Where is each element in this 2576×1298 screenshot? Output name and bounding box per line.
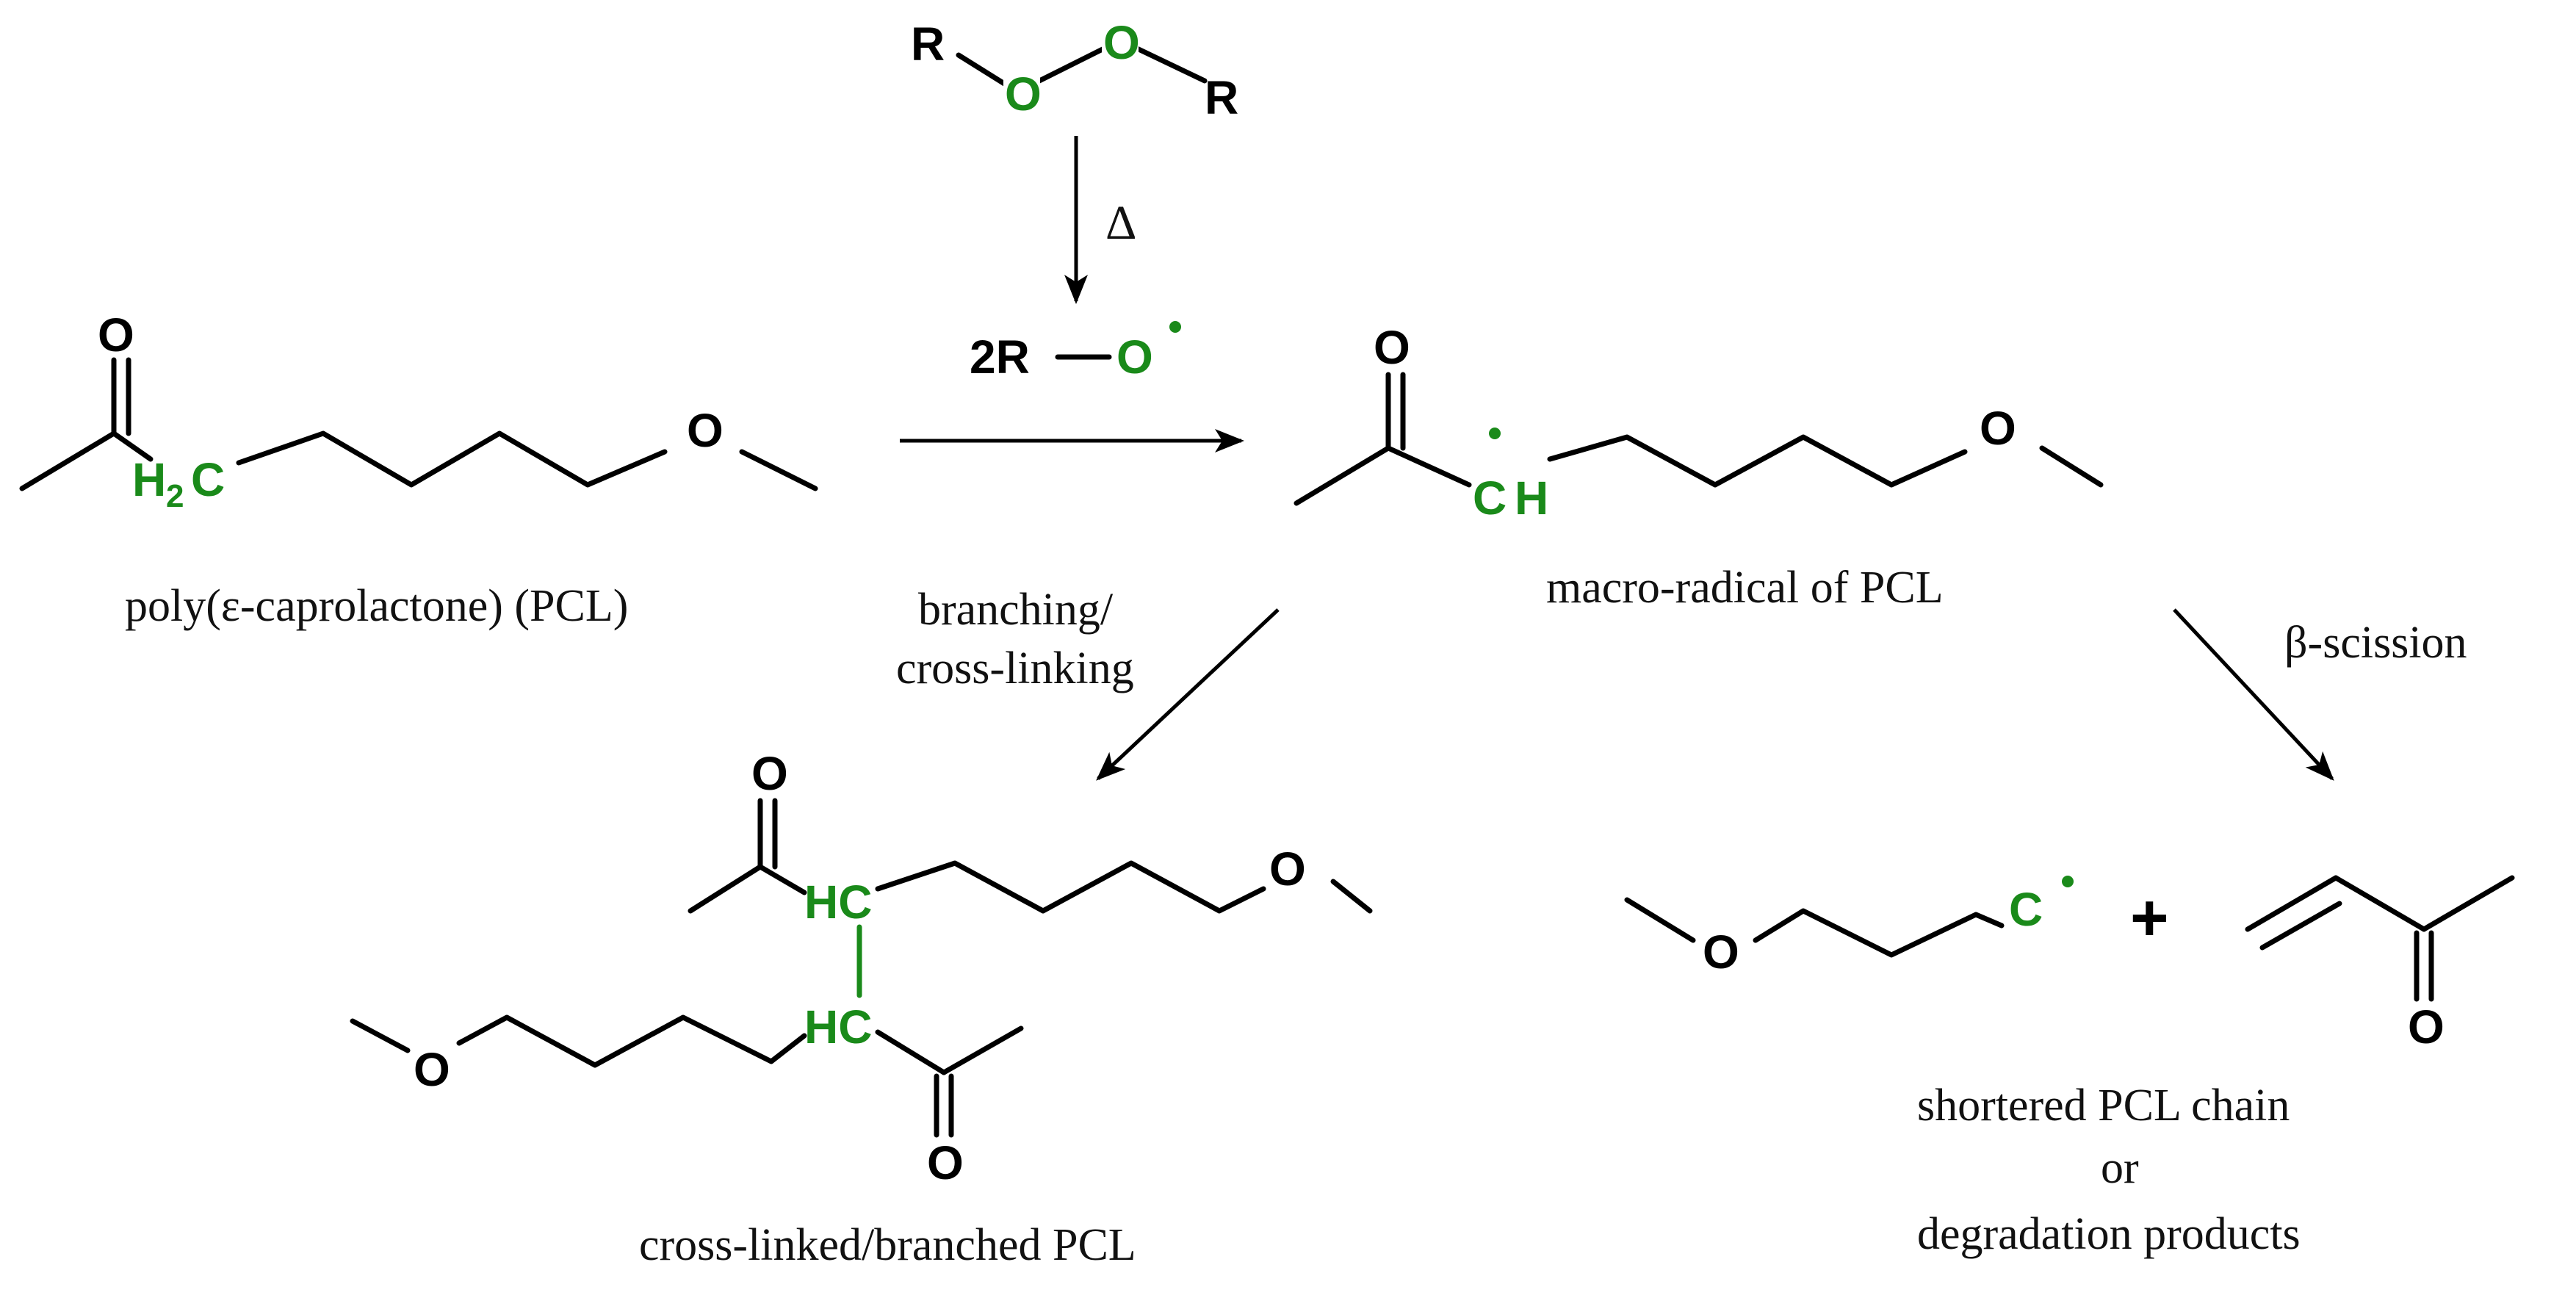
alkyl-radical-ether-oxygen: O: [1703, 926, 1739, 978]
svg-text:C: C: [191, 453, 225, 506]
crosslinked-bottom-hc: HC: [804, 1000, 872, 1053]
macro-radical-ester-oxygen: O: [1980, 402, 2016, 455]
crosslinked-structure: O HC O HC O O: [350, 747, 1373, 1189]
peroxide-bonds: [956, 37, 1208, 95]
macro-radical-caption: macro-radical of PCL: [1546, 563, 1944, 613]
plus-sign: +: [2130, 881, 2169, 955]
branching-arrow: [1096, 608, 1280, 781]
scission-label: β-scission: [2284, 618, 2467, 668]
branching-label-line2: cross-linking: [896, 643, 1134, 693]
radical-prefix: 2R: [970, 331, 1030, 383]
peroxide-oxygen-1: O: [1005, 68, 1042, 120]
heat-symbol: Δ: [1105, 196, 1136, 250]
macro-radical-carbonyl-oxygen: O: [1374, 321, 1410, 374]
peroxide-oxygen-2: O: [1103, 16, 1140, 69]
products-caption-line1: shortered PCL chain: [1917, 1081, 2290, 1131]
svg-text:H: H: [132, 453, 166, 506]
vinyl-ketone-oxygen: O: [2408, 1000, 2445, 1053]
crosslinked-top-carbonyl-oxygen: O: [751, 747, 788, 800]
svg-text:2: 2: [166, 478, 184, 514]
alkoxy-radical: 2R O: [970, 321, 1181, 383]
pcl-methylene: H 2 C: [132, 453, 225, 514]
scission-arrow: [2173, 608, 2334, 781]
macro-radical-chain: [1547, 434, 1968, 488]
macro-radical-structure: O C H O: [1294, 321, 2104, 524]
svg-text:C: C: [1473, 472, 1507, 524]
crosslinked-caption: cross-linked/branched PCL: [639, 1220, 1136, 1270]
pcl-structure: O H 2 C O: [19, 309, 818, 514]
pcl-ester-oxygen: O: [687, 404, 724, 457]
crosslinked-bottom-ester-oxygen: O: [414, 1043, 450, 1096]
crosslinked-top-chain: [875, 860, 1266, 914]
peroxide-r-right: R: [1205, 71, 1238, 124]
pcl-carbonyl-oxygen: O: [98, 309, 134, 361]
products-caption-line3: degradation products: [1917, 1209, 2301, 1259]
crosslinked-bottom-chain: [456, 1014, 807, 1068]
peroxide-molecule: R O O R: [911, 16, 1238, 124]
alkyl-radical-product: O C: [1624, 876, 2074, 978]
crosslinked-top-ester-oxygen: O: [1269, 843, 1306, 895]
radical-oxygen: O: [1116, 331, 1153, 383]
pcl-chain: [236, 430, 668, 488]
crosslinked-bottom-carbonyl-oxygen: O: [927, 1136, 964, 1189]
vinyl-ketone-product: O: [2245, 875, 2515, 1053]
crosslinked-top-hc: HC: [804, 876, 872, 929]
pcl-caption: poly(ε-caprolactone) (PCL): [125, 581, 628, 631]
macro-radical-dot: [1489, 428, 1501, 439]
branching-label-line1: branching/: [918, 585, 1114, 635]
macro-radical-center: C H: [1473, 428, 1548, 524]
alkyl-radical-chain: [1753, 908, 2005, 958]
peroxide-r-left: R: [911, 18, 945, 71]
alkyl-radical-dot: [2062, 876, 2074, 887]
products-caption-line2: or: [2101, 1143, 2139, 1193]
svg-text:H: H: [1515, 472, 1548, 524]
radical-dot: [1169, 321, 1181, 333]
alkyl-radical-carbon: C: [2009, 883, 2043, 936]
